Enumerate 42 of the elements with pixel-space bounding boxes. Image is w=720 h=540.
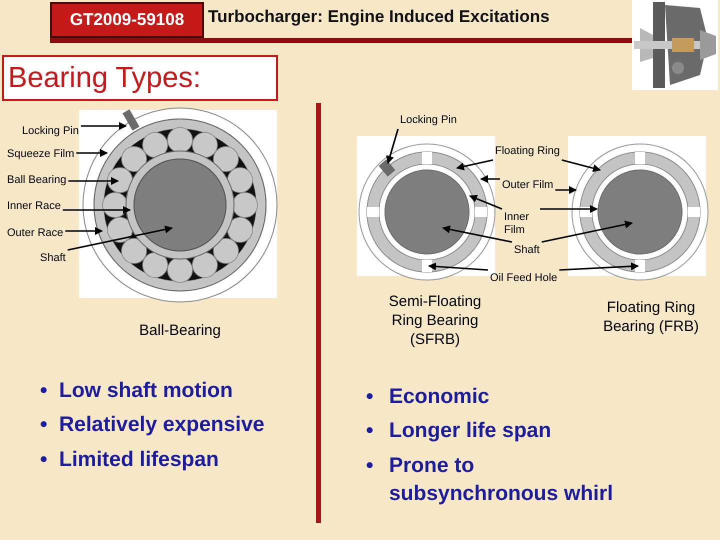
leader-line xyxy=(456,159,494,170)
bullet-marker: • xyxy=(40,447,48,473)
leader-line xyxy=(542,220,633,243)
callout-label: Shaft xyxy=(514,244,540,257)
bullet-marker: • xyxy=(366,384,374,410)
figure-caption: Semi-Floating Ring Bearing (SFRB) xyxy=(388,292,482,349)
bullet-item: Limited lifespan xyxy=(59,447,219,473)
callout-label: Inner Film xyxy=(504,211,538,237)
leader-line xyxy=(68,177,119,185)
callout-label: Floating Ring xyxy=(495,145,560,158)
callout-label: Outer Race xyxy=(7,227,64,240)
callout-label: Ball Bearing xyxy=(7,174,66,187)
leader-line xyxy=(555,186,577,194)
callout-label: Locking Pin xyxy=(400,114,457,127)
leader-line xyxy=(65,227,103,235)
callout-label: Oil Feed Hole xyxy=(490,272,558,285)
paper-number-badge: GT2009-59108 xyxy=(50,2,204,38)
callout-label: Shaft xyxy=(40,252,66,265)
bullet-marker: • xyxy=(366,453,374,479)
leader-line xyxy=(480,175,500,183)
bullet-marker: • xyxy=(40,412,48,438)
bullet-item: Longer life span xyxy=(389,418,552,444)
figure-caption: Ball-Bearing xyxy=(138,322,222,339)
callout-label: Squeeze Film xyxy=(7,148,74,161)
leader-line xyxy=(76,149,108,157)
bullet-marker: • xyxy=(366,418,374,444)
leader-line xyxy=(62,206,131,214)
bullet-item: Relatively expensive xyxy=(59,412,264,438)
leader-line xyxy=(68,226,173,251)
leader-line xyxy=(540,205,598,213)
leader-line xyxy=(80,122,127,130)
callout-label: Locking Pin xyxy=(22,125,79,138)
bullet-item: Prone to subsynchronous whirl xyxy=(389,453,614,507)
callout-label: Inner Race xyxy=(7,200,61,213)
bullet-marker: • xyxy=(40,378,48,404)
figure-caption: Floating Ring Bearing (FRB) xyxy=(602,298,700,336)
slide-title: Turbocharger: Engine Induced Excitations xyxy=(208,6,550,28)
leader-line xyxy=(442,225,512,243)
callout-label: Outer Film xyxy=(502,179,554,192)
bullet-item: Low shaft motion xyxy=(59,378,233,404)
section-heading: Bearing Types: xyxy=(2,55,278,101)
bullet-item: Economic xyxy=(389,384,490,410)
